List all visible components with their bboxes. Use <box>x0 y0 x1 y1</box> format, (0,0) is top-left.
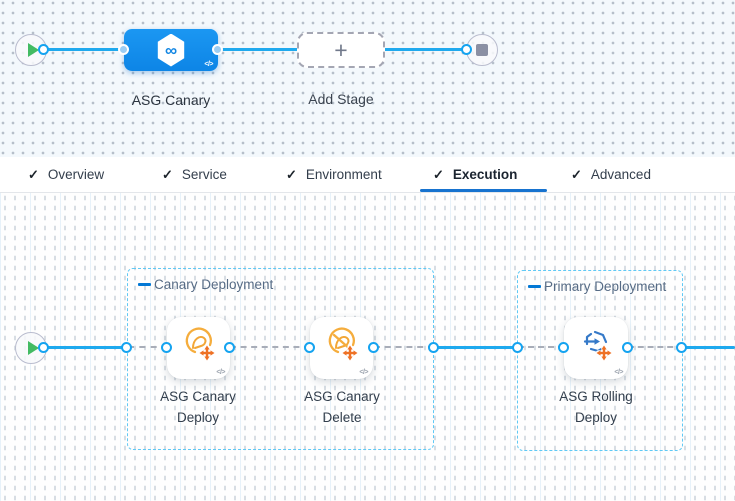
exec-port <box>38 342 49 353</box>
check-icon: ✓ <box>433 166 444 182</box>
code-icon: </> <box>359 369 368 376</box>
exec-connector-line <box>434 346 520 349</box>
exec-port <box>512 342 523 353</box>
code-icon: </> <box>614 369 623 376</box>
stage-right-port <box>212 44 223 55</box>
active-tab-underline <box>420 189 547 192</box>
plus-icon: + <box>334 36 348 63</box>
exec-port <box>558 342 569 353</box>
asg-canary-deploy-icon <box>185 327 215 362</box>
add-stage-button[interactable]: + <box>297 32 385 68</box>
tab-label: Overview <box>47 167 105 182</box>
asg-canary-delete-icon <box>328 327 358 362</box>
check-icon: ✓ <box>28 166 39 182</box>
exec-dashed-connector <box>128 346 168 348</box>
check-icon: ✓ <box>162 166 173 182</box>
code-icon: </> <box>216 369 225 376</box>
tab-label: Environment <box>305 167 382 182</box>
exec-dashed-connector <box>230 346 310 348</box>
exec-dashed-connector <box>518 346 564 348</box>
tab-label: Service <box>181 167 227 182</box>
exec-connector-line <box>682 346 735 349</box>
stage-label: ASG Canary <box>131 92 211 108</box>
step-asg-rolling-deploy[interactable]: </> <box>564 317 628 379</box>
step-asg-canary-deploy[interactable]: </> <box>167 317 230 379</box>
stage-node-asg-canary[interactable]: ∞ </> <box>124 29 218 71</box>
add-stage-label: Add Stage <box>308 91 374 107</box>
stage-left-port <box>118 44 129 55</box>
exec-connector-line <box>44 346 130 349</box>
collapse-group-icon[interactable] <box>528 285 541 288</box>
tab-advanced[interactable]: ✓ Advanced <box>571 157 651 192</box>
play-icon <box>27 341 39 355</box>
exec-port <box>161 342 172 353</box>
play-icon <box>27 43 39 57</box>
collapse-group-icon[interactable] <box>138 283 151 286</box>
check-icon: ✓ <box>286 166 297 182</box>
step-label: ASG Rolling Deploy <box>559 389 633 425</box>
stop-icon <box>476 44 488 56</box>
group-title: Primary Deployment <box>544 279 667 294</box>
step-asg-canary-delete[interactable]: </> <box>310 317 373 379</box>
group-title: Canary Deployment <box>154 277 274 292</box>
tab-label: Execution <box>452 167 518 182</box>
step-label: ASG Canary Deploy <box>160 389 236 425</box>
step-label: ASG Canary Delete <box>304 389 380 425</box>
tab-service[interactable]: ✓ Service <box>162 157 227 192</box>
tab-execution[interactable]: ✓ Execution <box>433 157 517 192</box>
stage-connector-line <box>44 48 470 51</box>
exec-port <box>304 342 315 353</box>
tab-overview[interactable]: ✓ Overview <box>28 157 104 192</box>
step-group-canary-deployment[interactable]: Canary Deployment <box>127 268 434 450</box>
step-group-primary-deployment[interactable]: Primary Deployment <box>517 270 683 451</box>
exec-port <box>428 342 439 353</box>
stage-config-tabbar: ✓ Overview ✓ Service ✓ Environment ✓ Exe… <box>0 157 735 193</box>
exec-dashed-connector <box>374 346 434 348</box>
tab-label: Advanced <box>590 167 651 182</box>
execution-graph-canvas[interactable]: Canary Deployment Primary Deployment <box>0 193 735 501</box>
exec-port <box>368 342 379 353</box>
start-node-port <box>38 44 49 55</box>
code-icon: </> <box>204 61 213 68</box>
stage-graph-canvas[interactable]: ∞ </> ASG Canary + Add Stage <box>0 0 735 157</box>
tab-environment[interactable]: ✓ Environment <box>286 157 382 192</box>
exec-port <box>622 342 633 353</box>
check-icon: ✓ <box>571 166 582 182</box>
exec-port <box>224 342 235 353</box>
exec-dashed-connector <box>628 346 683 348</box>
cd-stage-hexagon-icon: ∞ <box>157 33 185 67</box>
exec-port <box>676 342 687 353</box>
asg-rolling-deploy-icon <box>583 330 613 362</box>
exec-port <box>121 342 132 353</box>
end-node-port <box>461 44 472 55</box>
